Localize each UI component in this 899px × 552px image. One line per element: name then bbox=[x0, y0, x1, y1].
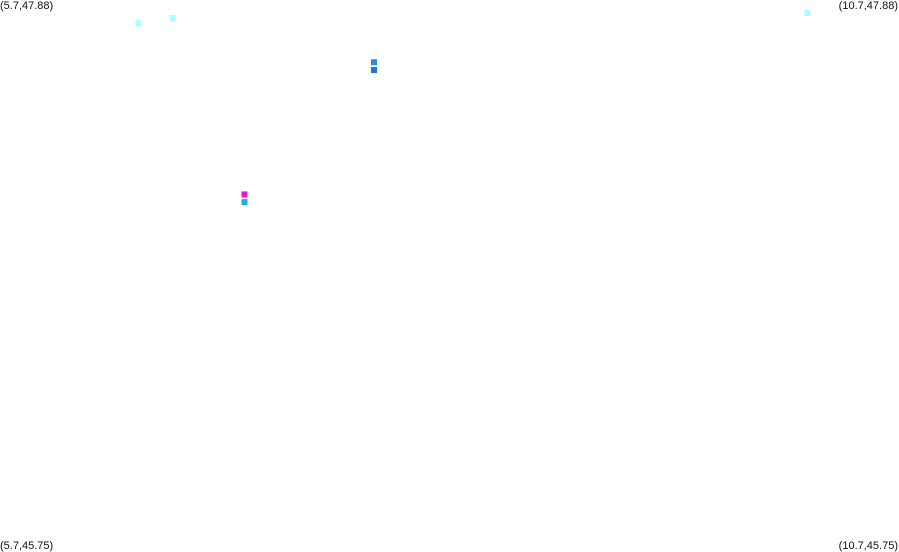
corner-label-top-left: (5.7,47.88) bbox=[0, 0, 54, 12]
corner-label-bottom-left: (5.7,45.75) bbox=[0, 540, 54, 552]
map-point-2[interactable] bbox=[169, 15, 176, 22]
map-point-5[interactable] bbox=[241, 191, 248, 198]
map-point-6[interactable] bbox=[241, 199, 248, 206]
map-point-4[interactable] bbox=[371, 67, 377, 73]
points-layer bbox=[135, 10, 811, 206]
corner-label-bottom-right: (10.7,45.75) bbox=[838, 540, 898, 552]
map-point-1[interactable] bbox=[135, 20, 142, 27]
corner-label-top-right: (10.7,47.88) bbox=[838, 0, 898, 12]
map-point-3[interactable] bbox=[371, 59, 377, 66]
map-point-7[interactable] bbox=[804, 10, 811, 16]
